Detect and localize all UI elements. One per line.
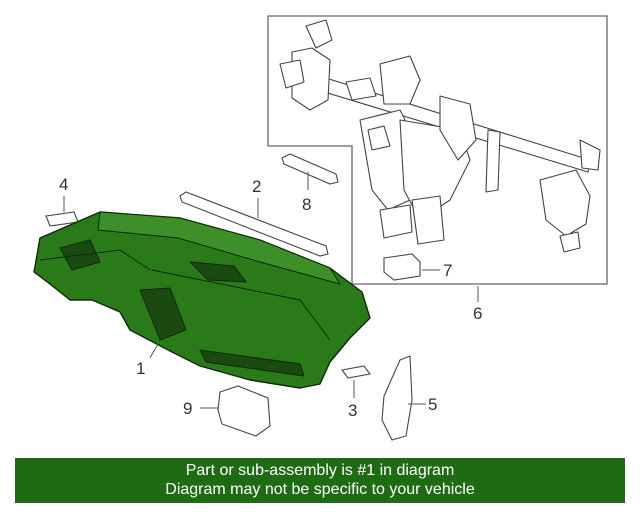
callout-part-6: 6 — [473, 304, 483, 323]
callout-part-2: 2 — [252, 177, 262, 196]
steering-hanger-beam — [279, 19, 601, 253]
instrument-panel — [33, 211, 371, 389]
banner-line-1: Part or sub-assembly is #1 in diagram — [185, 462, 455, 479]
callout-part-5: 5 — [428, 395, 438, 414]
callout-part-9: 9 — [183, 399, 193, 418]
callout-part-4: 4 — [59, 175, 69, 194]
callout-part-1: 1 — [136, 359, 146, 378]
trim-strip — [179, 191, 329, 257]
callout-part-7: 7 — [443, 261, 453, 280]
callout-part-3: 3 — [348, 401, 358, 420]
banner-line-2: Diagram may not be specific to your vehi… — [165, 481, 475, 498]
callout-part-8: 8 — [302, 195, 312, 214]
airbag-module — [217, 385, 271, 437]
bracket — [383, 253, 421, 281]
connector-bar — [281, 153, 339, 185]
parts-diagram — [33, 15, 608, 441]
info-banner: Part or sub-assembly is #1 in diagram Di… — [15, 458, 625, 503]
vent — [341, 365, 371, 379]
side-cover — [381, 355, 413, 441]
